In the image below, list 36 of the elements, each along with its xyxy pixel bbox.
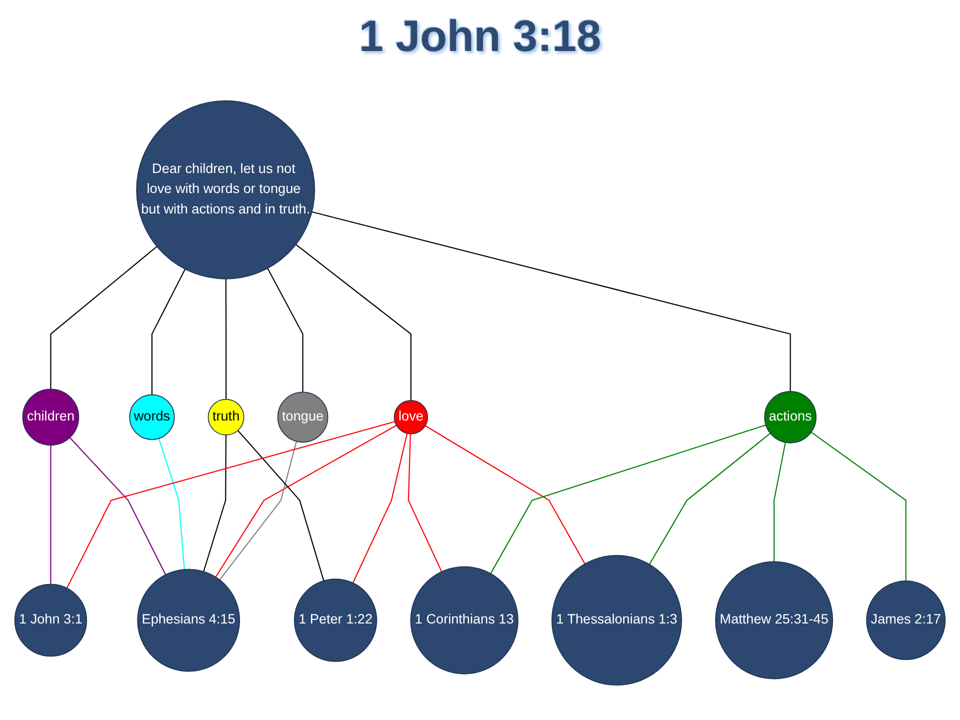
title: 1 John 3:18 xyxy=(358,11,602,63)
node-circle: 1 Peter 1:22 xyxy=(294,578,378,662)
node-circle: tongue xyxy=(277,392,328,443)
node-circle: Ephesians 4:15 xyxy=(137,568,240,672)
connector xyxy=(296,244,412,401)
connector xyxy=(219,441,297,580)
connector xyxy=(408,434,442,572)
connector xyxy=(649,432,771,565)
connector xyxy=(158,438,185,570)
connector xyxy=(810,432,906,581)
node-circle: words xyxy=(129,394,175,440)
connector xyxy=(774,442,786,562)
node-circle: James 2:17 xyxy=(866,580,946,660)
connector xyxy=(225,278,227,400)
connector xyxy=(66,421,396,588)
node-circle: love xyxy=(394,400,428,434)
node-circle: Dear children, let us not love with words or tongue but with actions and in truth. xyxy=(136,100,316,280)
node-circle: 1 Corinthians 13 xyxy=(410,566,518,674)
connector xyxy=(424,425,586,564)
connector xyxy=(151,268,186,395)
connector xyxy=(352,433,408,584)
node-circle: truth xyxy=(208,398,244,436)
node-circle: 1 John 3:1 xyxy=(14,584,88,657)
connector xyxy=(215,424,397,578)
node-circle: 1 Thessalonians 1:3 xyxy=(551,555,682,686)
node-circle: children xyxy=(22,388,80,446)
connector xyxy=(490,424,766,574)
connector xyxy=(237,430,324,581)
connector xyxy=(203,435,226,572)
node-circle: actions xyxy=(764,391,816,444)
node-circle: Matthew 25:31-45 xyxy=(715,561,834,680)
connector xyxy=(50,246,158,390)
connector xyxy=(267,268,304,392)
connector xyxy=(69,437,166,575)
connector xyxy=(312,211,791,392)
connector xyxy=(50,445,52,584)
